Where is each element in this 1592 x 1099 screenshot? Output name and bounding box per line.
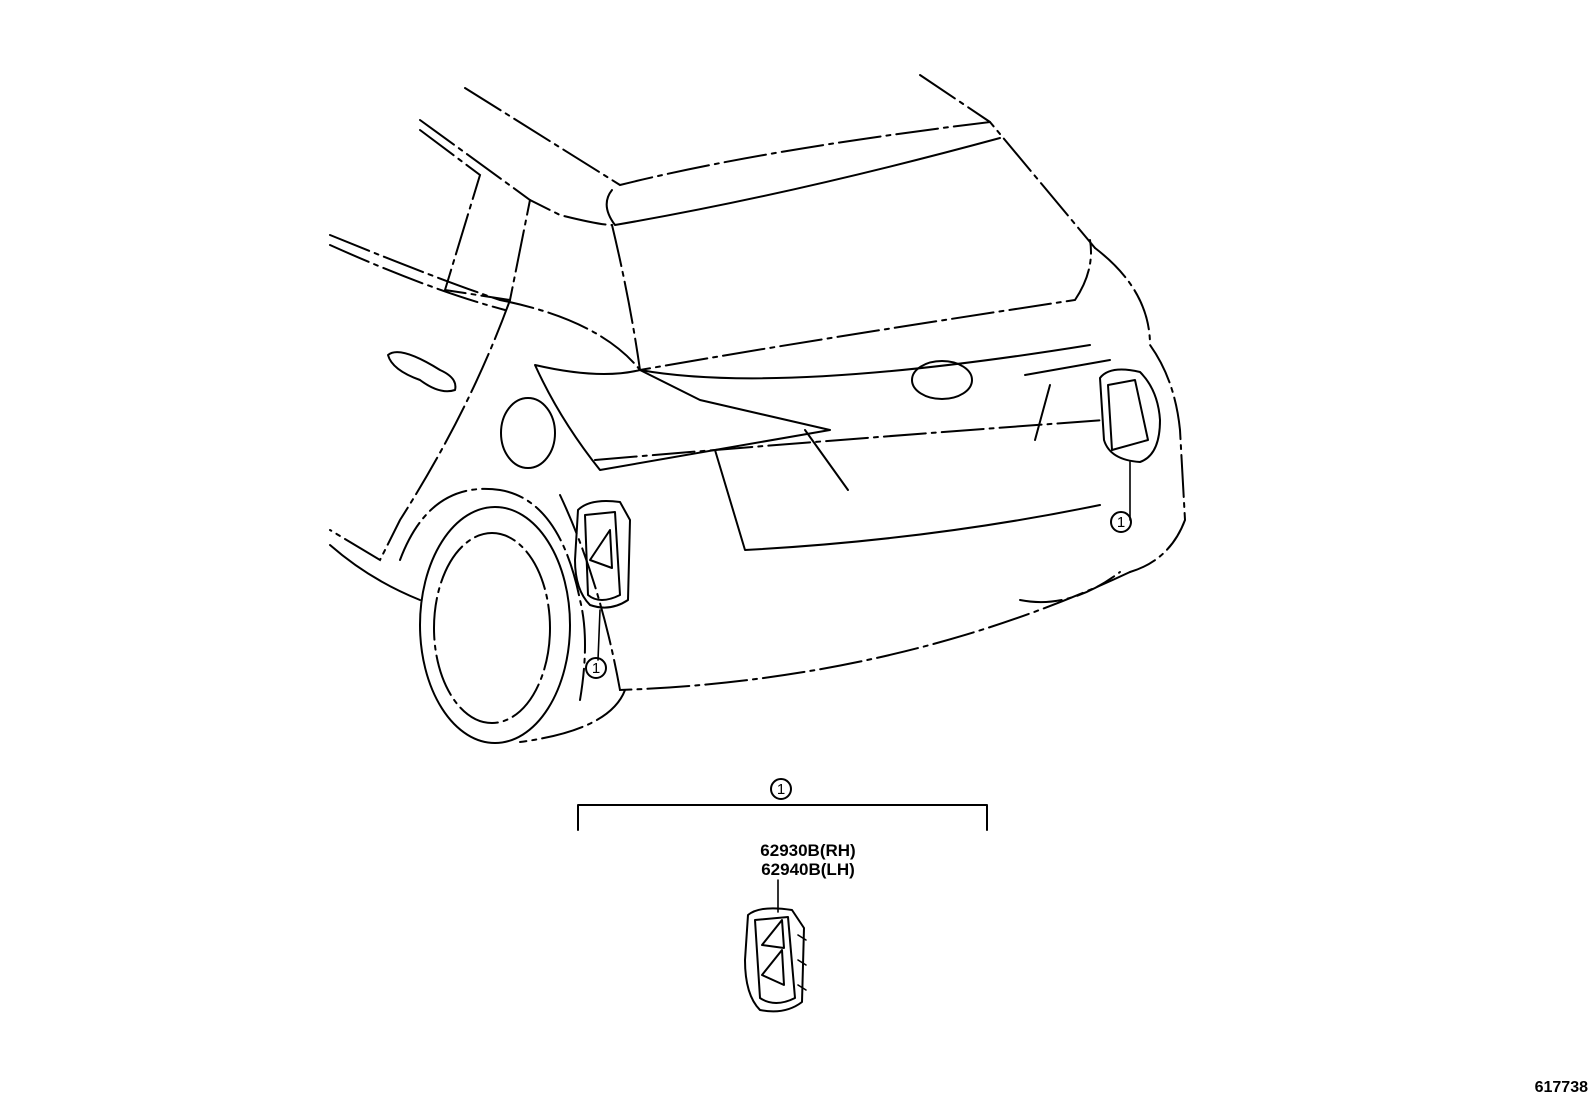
reflector-part bbox=[744, 907, 807, 1013]
part-number-lh: 62940B(LH) bbox=[761, 860, 855, 879]
car-body-outline bbox=[329, 74, 1187, 744]
callout-lh-label: 1 bbox=[592, 660, 600, 677]
illustration-id: 617738 bbox=[1535, 1079, 1588, 1096]
lh-reflector-installed bbox=[574, 500, 631, 661]
callout-group-label: 1 bbox=[777, 781, 785, 798]
callout-lh: 1 bbox=[585, 657, 607, 679]
rh-reflector-installed bbox=[1099, 368, 1161, 521]
callout-rh-label: 1 bbox=[1117, 514, 1125, 531]
callout-rh: 1 bbox=[1110, 511, 1132, 533]
group-bracket: 1 bbox=[577, 778, 988, 831]
part-number-rh: 62930B(RH) bbox=[760, 841, 855, 860]
